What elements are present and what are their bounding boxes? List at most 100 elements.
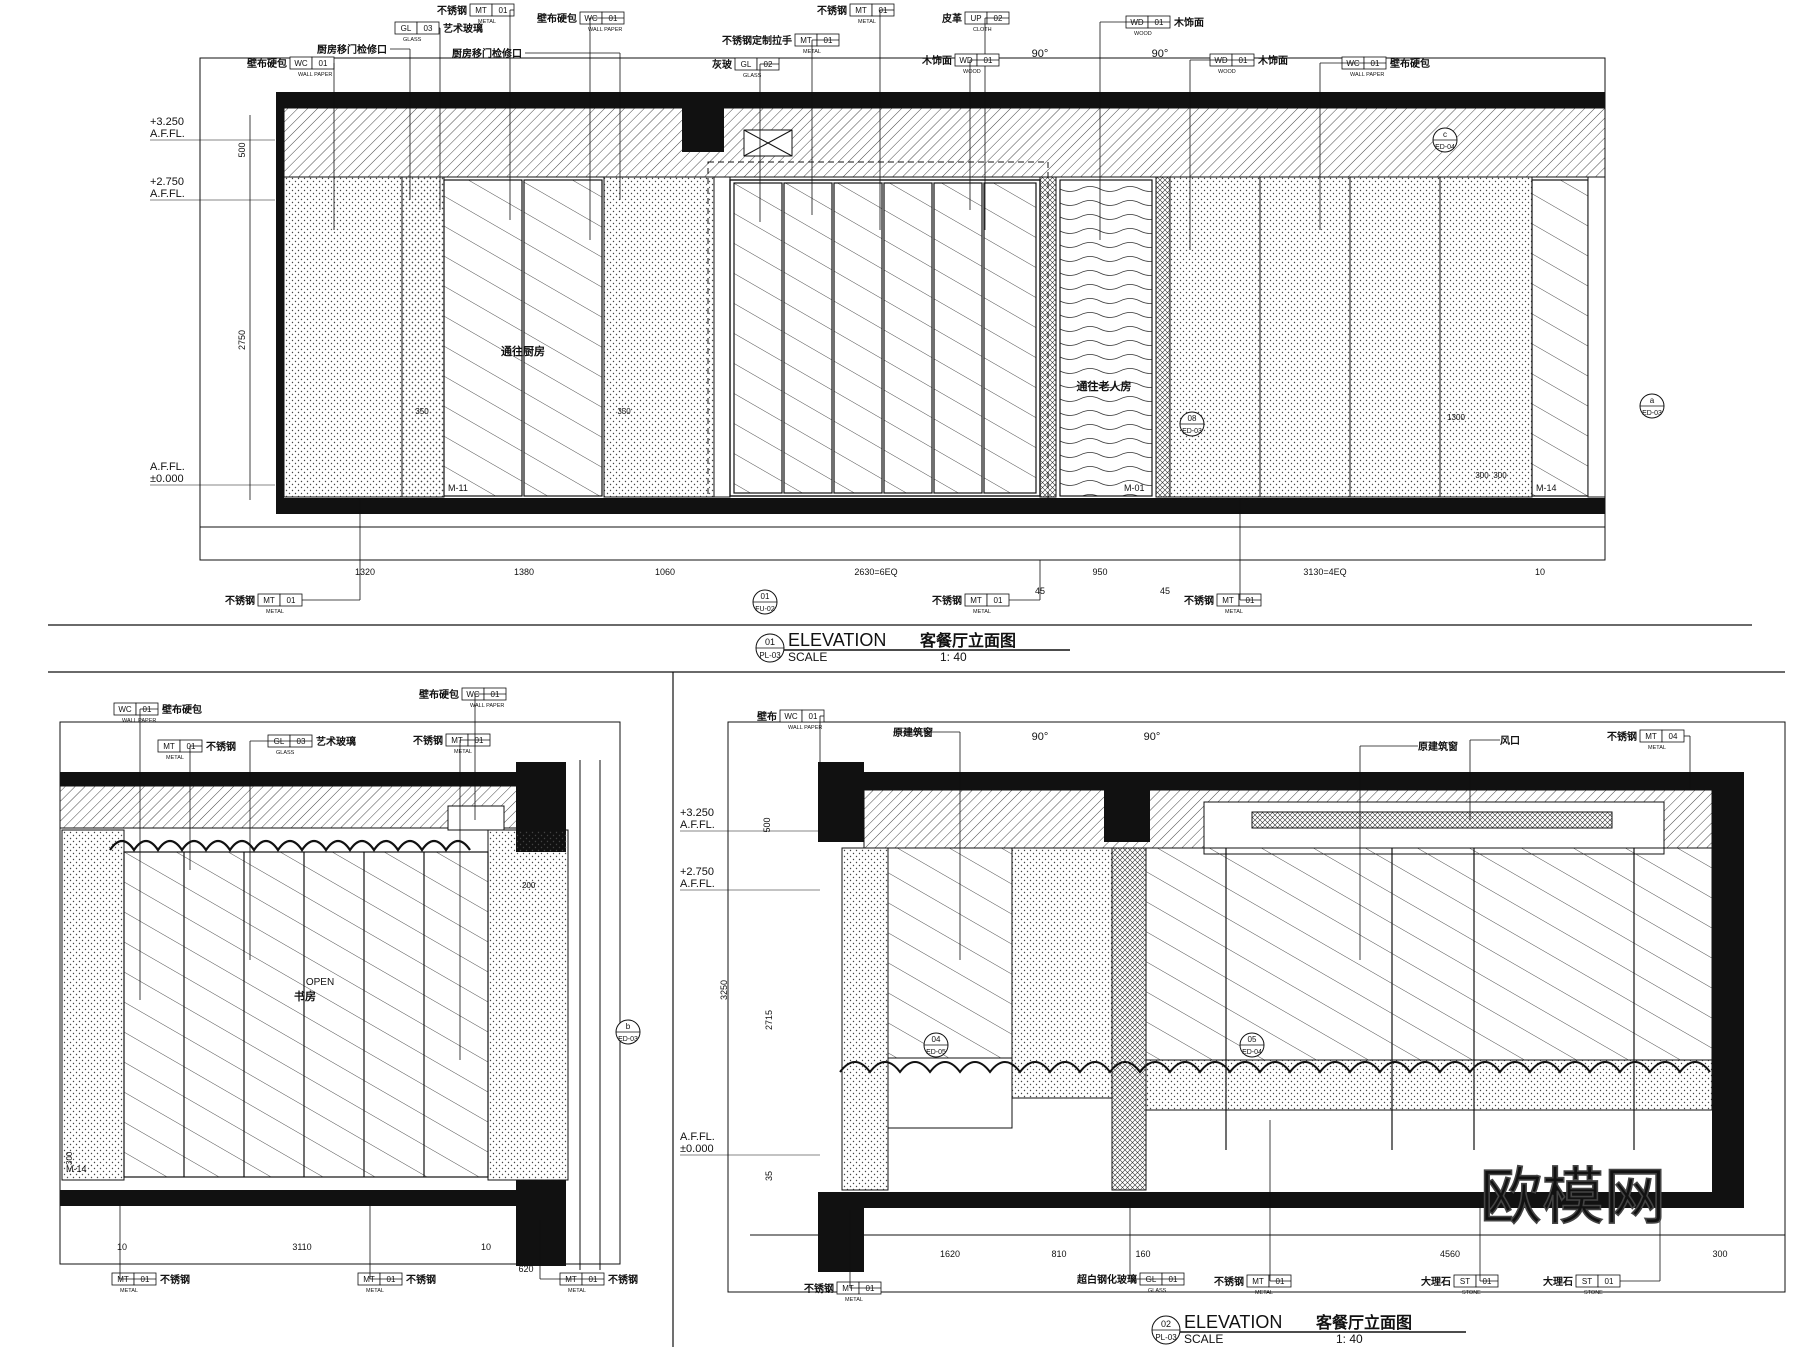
width-dimension: 950 (1092, 567, 1107, 577)
material-category: WOOD (1134, 31, 1152, 37)
material-category: METAL (166, 755, 184, 761)
material-code: WC (466, 690, 480, 699)
section-ref-bottom: ED-04 (1242, 1049, 1262, 1056)
material-code: MT (855, 6, 867, 15)
small-dimension: 300 (1475, 471, 1489, 480)
material-number: 02 (994, 14, 1003, 23)
material-name: 艺术玻璃 (443, 22, 483, 35)
small-dimension: 300 (65, 1151, 74, 1165)
elevation-title-cn: 客餐厅立面图 (1316, 1313, 1412, 1332)
material-category: WALL PAPER (788, 725, 822, 731)
material-number: 01 (879, 6, 888, 15)
width-dimension: 10 (1535, 567, 1545, 577)
angle-label: 90° (1152, 48, 1169, 60)
material-number: 01 (141, 1275, 150, 1284)
angle-label: 90° (1032, 48, 1049, 60)
material-category: STONE (1462, 1290, 1481, 1296)
material-category: WALL PAPER (122, 718, 156, 724)
material-name: 壁布硬包 (247, 57, 287, 70)
material-category: GLASS (276, 750, 295, 756)
height-dimension: 35 (764, 1171, 774, 1181)
small-dimension: 200 (522, 881, 536, 890)
section-ref-bottom: ED-03 (1182, 428, 1202, 435)
material-name: 厨房移门检修口 (317, 43, 387, 56)
material-code: WC (784, 712, 798, 721)
material-name: 风口 (1500, 735, 1520, 747)
watermark-brand: 欧模网 (1480, 1163, 1666, 1232)
material-code: MT (970, 596, 982, 605)
material-number: 04 (1669, 732, 1678, 741)
section-ref-top: c (1443, 130, 1447, 139)
material-category: METAL (858, 19, 876, 25)
level-label: ±0.000 (680, 1143, 714, 1155)
section-ref-top: 08 (1188, 414, 1197, 423)
material-category: METAL (120, 1288, 138, 1294)
material-name: 不锈钢 (413, 734, 443, 747)
material-category: METAL (568, 1288, 586, 1294)
small-dimension: 350 (415, 407, 429, 416)
scale-label: SCALE (788, 650, 827, 664)
material-name: 原建筑窗 (1418, 740, 1458, 753)
material-number: 01 (1483, 1277, 1492, 1286)
material-name: 皮革 (941, 12, 962, 25)
material-code: WD (1214, 56, 1228, 65)
material-name: 壁布硬包 (162, 703, 202, 716)
material-name: 木饰面 (921, 54, 952, 67)
level-value: A.F.FL. (680, 1131, 715, 1143)
material-category: METAL (478, 19, 496, 25)
material-code: MT (363, 1275, 375, 1284)
material-number: 01 (187, 742, 196, 751)
section-ref-bottom: ED-03 (618, 1036, 638, 1043)
level-label: A.F.FL. (680, 878, 715, 890)
room-label: 书房 (294, 989, 316, 1003)
material-code: GL (274, 737, 285, 746)
height-dimension: 500 (762, 817, 772, 832)
material-number: 01 (491, 690, 500, 699)
material-name: 壁布硬包 (1390, 57, 1430, 70)
material-number: 01 (589, 1275, 598, 1284)
material-number: 01 (143, 705, 152, 714)
door-tag: M-01 (1124, 483, 1145, 493)
material-category: WALL PAPER (1350, 72, 1384, 78)
material-category: METAL (845, 1297, 863, 1303)
material-code: UP (970, 14, 981, 23)
material-number: 01 (1276, 1277, 1285, 1286)
material-code: MT (263, 596, 275, 605)
width-dimension: 10 (117, 1242, 127, 1252)
level-value: +2.750 (680, 866, 714, 878)
material-name: 木饰面 (1173, 16, 1204, 29)
room-label: 通往老人房 (1077, 379, 1132, 393)
material-number: 01 (866, 1284, 875, 1293)
material-code: WC (118, 705, 132, 714)
material-name: 不锈钢 (160, 1273, 190, 1286)
material-category: WOOD (1218, 69, 1236, 75)
material-category: METAL (1225, 609, 1243, 615)
section-ref-bottom: ED-05 (926, 1049, 946, 1056)
material-name: 不锈钢 (206, 740, 236, 753)
material-name: 不锈钢 (804, 1282, 834, 1295)
scale-value: 1: 40 (1336, 1332, 1363, 1346)
material-number: 01 (809, 712, 818, 721)
material-code: MT (842, 1284, 854, 1293)
material-name: 艺术玻璃 (316, 735, 356, 748)
material-name: 不锈钢 (1607, 730, 1637, 743)
drawing-tag-number: 01 (765, 637, 775, 647)
elevation-title-cn: 客餐厅立面图 (920, 631, 1016, 650)
material-code: GL (401, 24, 412, 33)
elevation-title: ELEVATION (1184, 1312, 1282, 1332)
material-name: 不锈钢定制拉手 (722, 34, 792, 47)
material-number: 01 (1371, 59, 1380, 68)
width-dimension: 45 (1160, 586, 1170, 596)
elevation-title: ELEVATION (788, 630, 886, 650)
level-value: +3.250 (150, 116, 184, 128)
material-name: 不锈钢 (932, 594, 962, 607)
level-value: +2.750 (150, 176, 184, 188)
material-name: 壁布 (757, 710, 777, 723)
section-ref-bottom: ED-03 (1642, 410, 1662, 417)
angle-label: 90° (1144, 731, 1161, 743)
level-label: A.F.FL. (150, 128, 185, 140)
width-dimension: 4560 (1440, 1249, 1460, 1259)
material-name: 不锈钢 (406, 1273, 436, 1286)
room-label: 通往厨房 (501, 344, 545, 358)
